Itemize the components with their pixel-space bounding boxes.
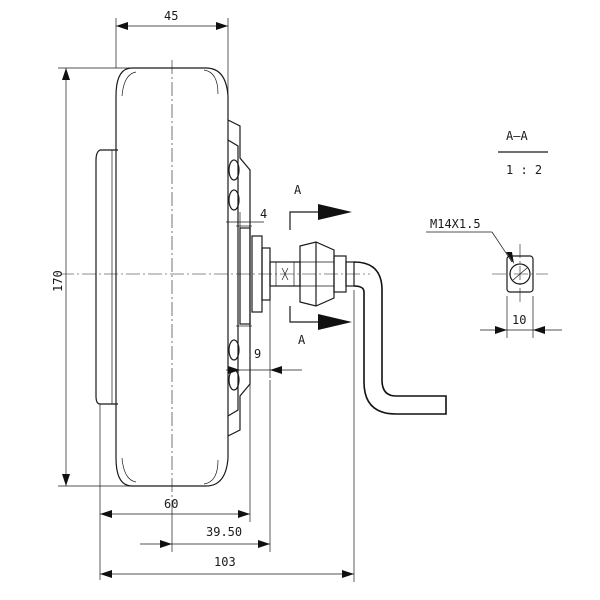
centerlines (60, 60, 548, 500)
dim-tire-offset: 4 (260, 207, 267, 221)
section-markers: A A (289, 183, 352, 347)
dim-hub: 60 (164, 497, 178, 511)
section-scale: 1 : 2 (506, 163, 542, 177)
thread-callout: M14X1.5 (430, 217, 481, 231)
dim-diameter: 170 (51, 270, 65, 292)
section-marker-bottom: A (298, 333, 306, 347)
hub-motor (227, 119, 252, 437)
dim-tire-width: 45 (164, 9, 178, 23)
section-title: A—A (506, 129, 528, 143)
dim-flange: 9 (254, 347, 261, 361)
section-detail: A—A 1 : 2 M14X1.5 10 (426, 129, 562, 338)
dim-flat: 10 (512, 313, 526, 327)
axle-assembly (251, 235, 447, 415)
wheel-tire (95, 67, 229, 487)
dim-axle-offset: 39.50 (206, 525, 242, 539)
dim-overall: 103 (214, 555, 236, 569)
dimensions: 45 170 4 9 60 39.50 (51, 9, 355, 582)
section-marker-top: A (294, 183, 302, 197)
